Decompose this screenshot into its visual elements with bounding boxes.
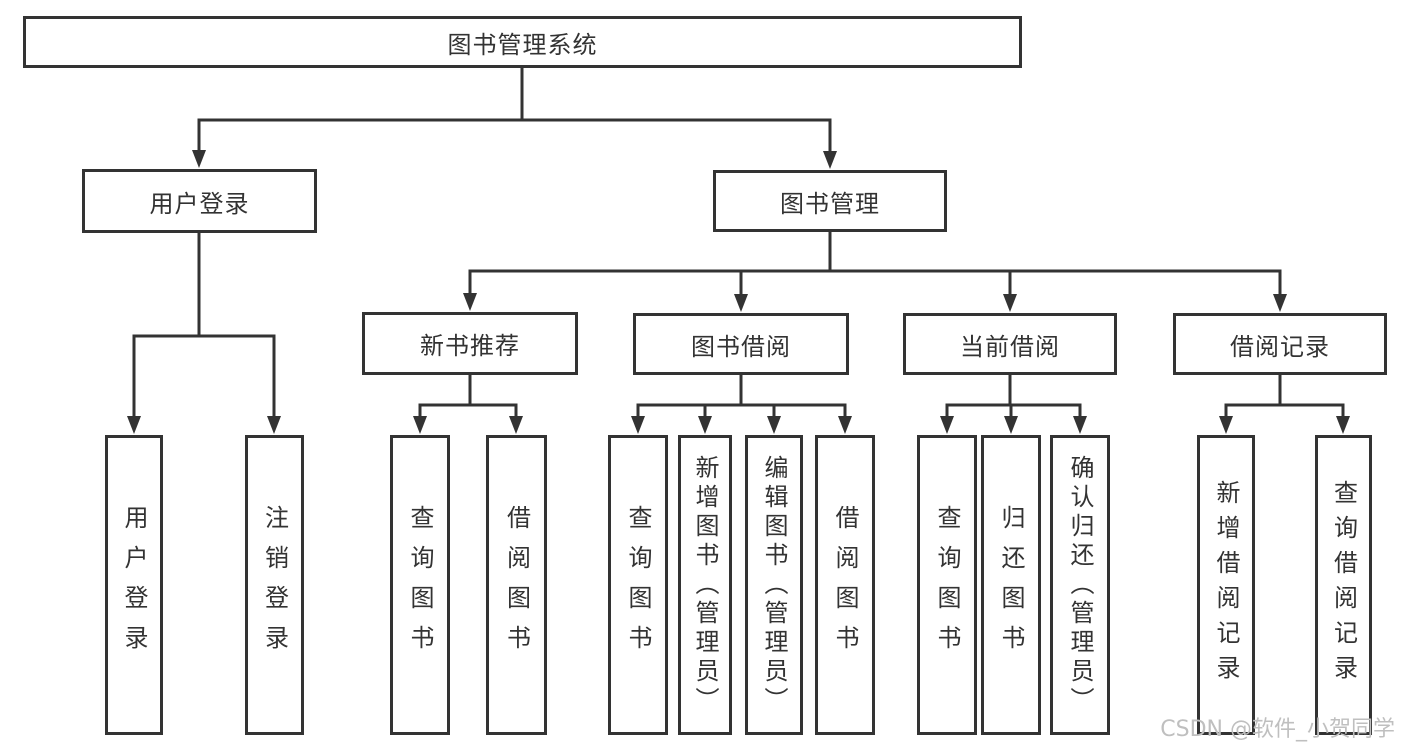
node-book-management-label: 图书管理 bbox=[780, 189, 880, 218]
leaf-bb-edit-books-admin: 编辑图书（管理员） bbox=[745, 435, 803, 735]
leaf-bb-query-books: 查询图书 bbox=[608, 435, 668, 735]
node-root: 图书管理系统 bbox=[23, 16, 1022, 68]
leaf-user-login-label: 用户登录 bbox=[120, 505, 148, 665]
arrowhead-icon bbox=[192, 150, 206, 168]
leaf-cb-query-books-label: 查询图书 bbox=[933, 505, 961, 665]
leaf-logout: 注销登录 bbox=[245, 435, 304, 735]
leaf-nbr-borrow-books: 借阅图书 bbox=[486, 435, 547, 735]
leaf-bb-add-books-admin: 新增图书（管理员） bbox=[678, 435, 732, 735]
arrowhead-icon bbox=[1273, 294, 1287, 312]
node-new-book-recommend: 新书推荐 bbox=[362, 312, 578, 375]
leaf-nbr-query-books: 查询图书 bbox=[390, 435, 450, 735]
leaf-cb-return-books: 归还图书 bbox=[981, 435, 1041, 735]
leaf-br-query-record: 查询借阅记录 bbox=[1315, 435, 1372, 735]
arrowhead-icon bbox=[1336, 416, 1350, 434]
leaf-nbr-borrow-books-label: 借阅图书 bbox=[502, 505, 531, 665]
node-current-borrowing-label: 当前借阅 bbox=[960, 332, 1060, 361]
node-borrowing-records: 借阅记录 bbox=[1173, 313, 1387, 375]
node-user-login: 用户登录 bbox=[82, 169, 317, 233]
arrowhead-icon bbox=[413, 416, 427, 434]
leaf-br-add-record: 新增借阅记录 bbox=[1197, 435, 1255, 735]
leaf-bb-add-books-admin-label: 新增图书（管理员） bbox=[691, 454, 719, 716]
leaf-bb-edit-books-admin-label: 编辑图书（管理员） bbox=[760, 454, 788, 716]
leaf-user-login: 用户登录 bbox=[105, 435, 163, 735]
leaf-bb-borrow-books: 借阅图书 bbox=[815, 435, 875, 735]
arrowhead-icon bbox=[838, 416, 852, 434]
arrowhead-icon bbox=[127, 416, 141, 434]
leaf-cb-query-books: 查询图书 bbox=[917, 435, 977, 735]
node-book-borrowing: 图书借阅 bbox=[633, 313, 849, 375]
arrowhead-icon bbox=[267, 416, 281, 434]
arrowhead-icon bbox=[509, 416, 523, 434]
node-root-label: 图书管理系统 bbox=[447, 30, 598, 59]
leaf-logout-label: 注销登录 bbox=[260, 505, 289, 665]
node-user-login-label: 用户登录 bbox=[149, 189, 250, 218]
arrowhead-icon bbox=[823, 151, 837, 169]
arrowhead-icon bbox=[767, 416, 781, 434]
arrowhead-icon bbox=[1219, 416, 1233, 434]
node-current-borrowing: 当前借阅 bbox=[903, 313, 1117, 375]
watermark: CSDN @软件_小贺同学 bbox=[1160, 717, 1395, 742]
leaf-cb-confirm-return-admin-label: 确认归还（管理员） bbox=[1066, 454, 1094, 716]
arrowhead-icon bbox=[1004, 416, 1018, 434]
leaf-cb-confirm-return-admin: 确认归还（管理员） bbox=[1050, 435, 1110, 735]
leaf-br-query-record-label: 查询借阅记录 bbox=[1329, 480, 1358, 690]
arrowhead-icon bbox=[1073, 416, 1087, 434]
arrowhead-icon bbox=[698, 416, 712, 434]
arrowhead-icon bbox=[1003, 294, 1017, 312]
arrowhead-icon bbox=[734, 294, 748, 312]
arrowhead-icon bbox=[631, 416, 645, 434]
arrowhead-icon bbox=[940, 416, 954, 434]
leaf-br-add-record-label: 新增借阅记录 bbox=[1212, 480, 1240, 690]
node-new-book-recommend-label: 新书推荐 bbox=[420, 332, 520, 360]
node-borrowing-records-label: 借阅记录 bbox=[1230, 332, 1330, 361]
leaf-nbr-query-books-label: 查询图书 bbox=[406, 505, 434, 665]
node-book-borrowing-label: 图书借阅 bbox=[691, 332, 791, 361]
leaf-cb-return-books-label: 归还图书 bbox=[997, 505, 1025, 665]
node-book-management: 图书管理 bbox=[713, 170, 947, 232]
leaf-bb-query-books-label: 查询图书 bbox=[624, 505, 652, 665]
leaf-bb-borrow-books-label: 借阅图书 bbox=[831, 505, 859, 665]
arrowhead-icon bbox=[463, 293, 477, 311]
